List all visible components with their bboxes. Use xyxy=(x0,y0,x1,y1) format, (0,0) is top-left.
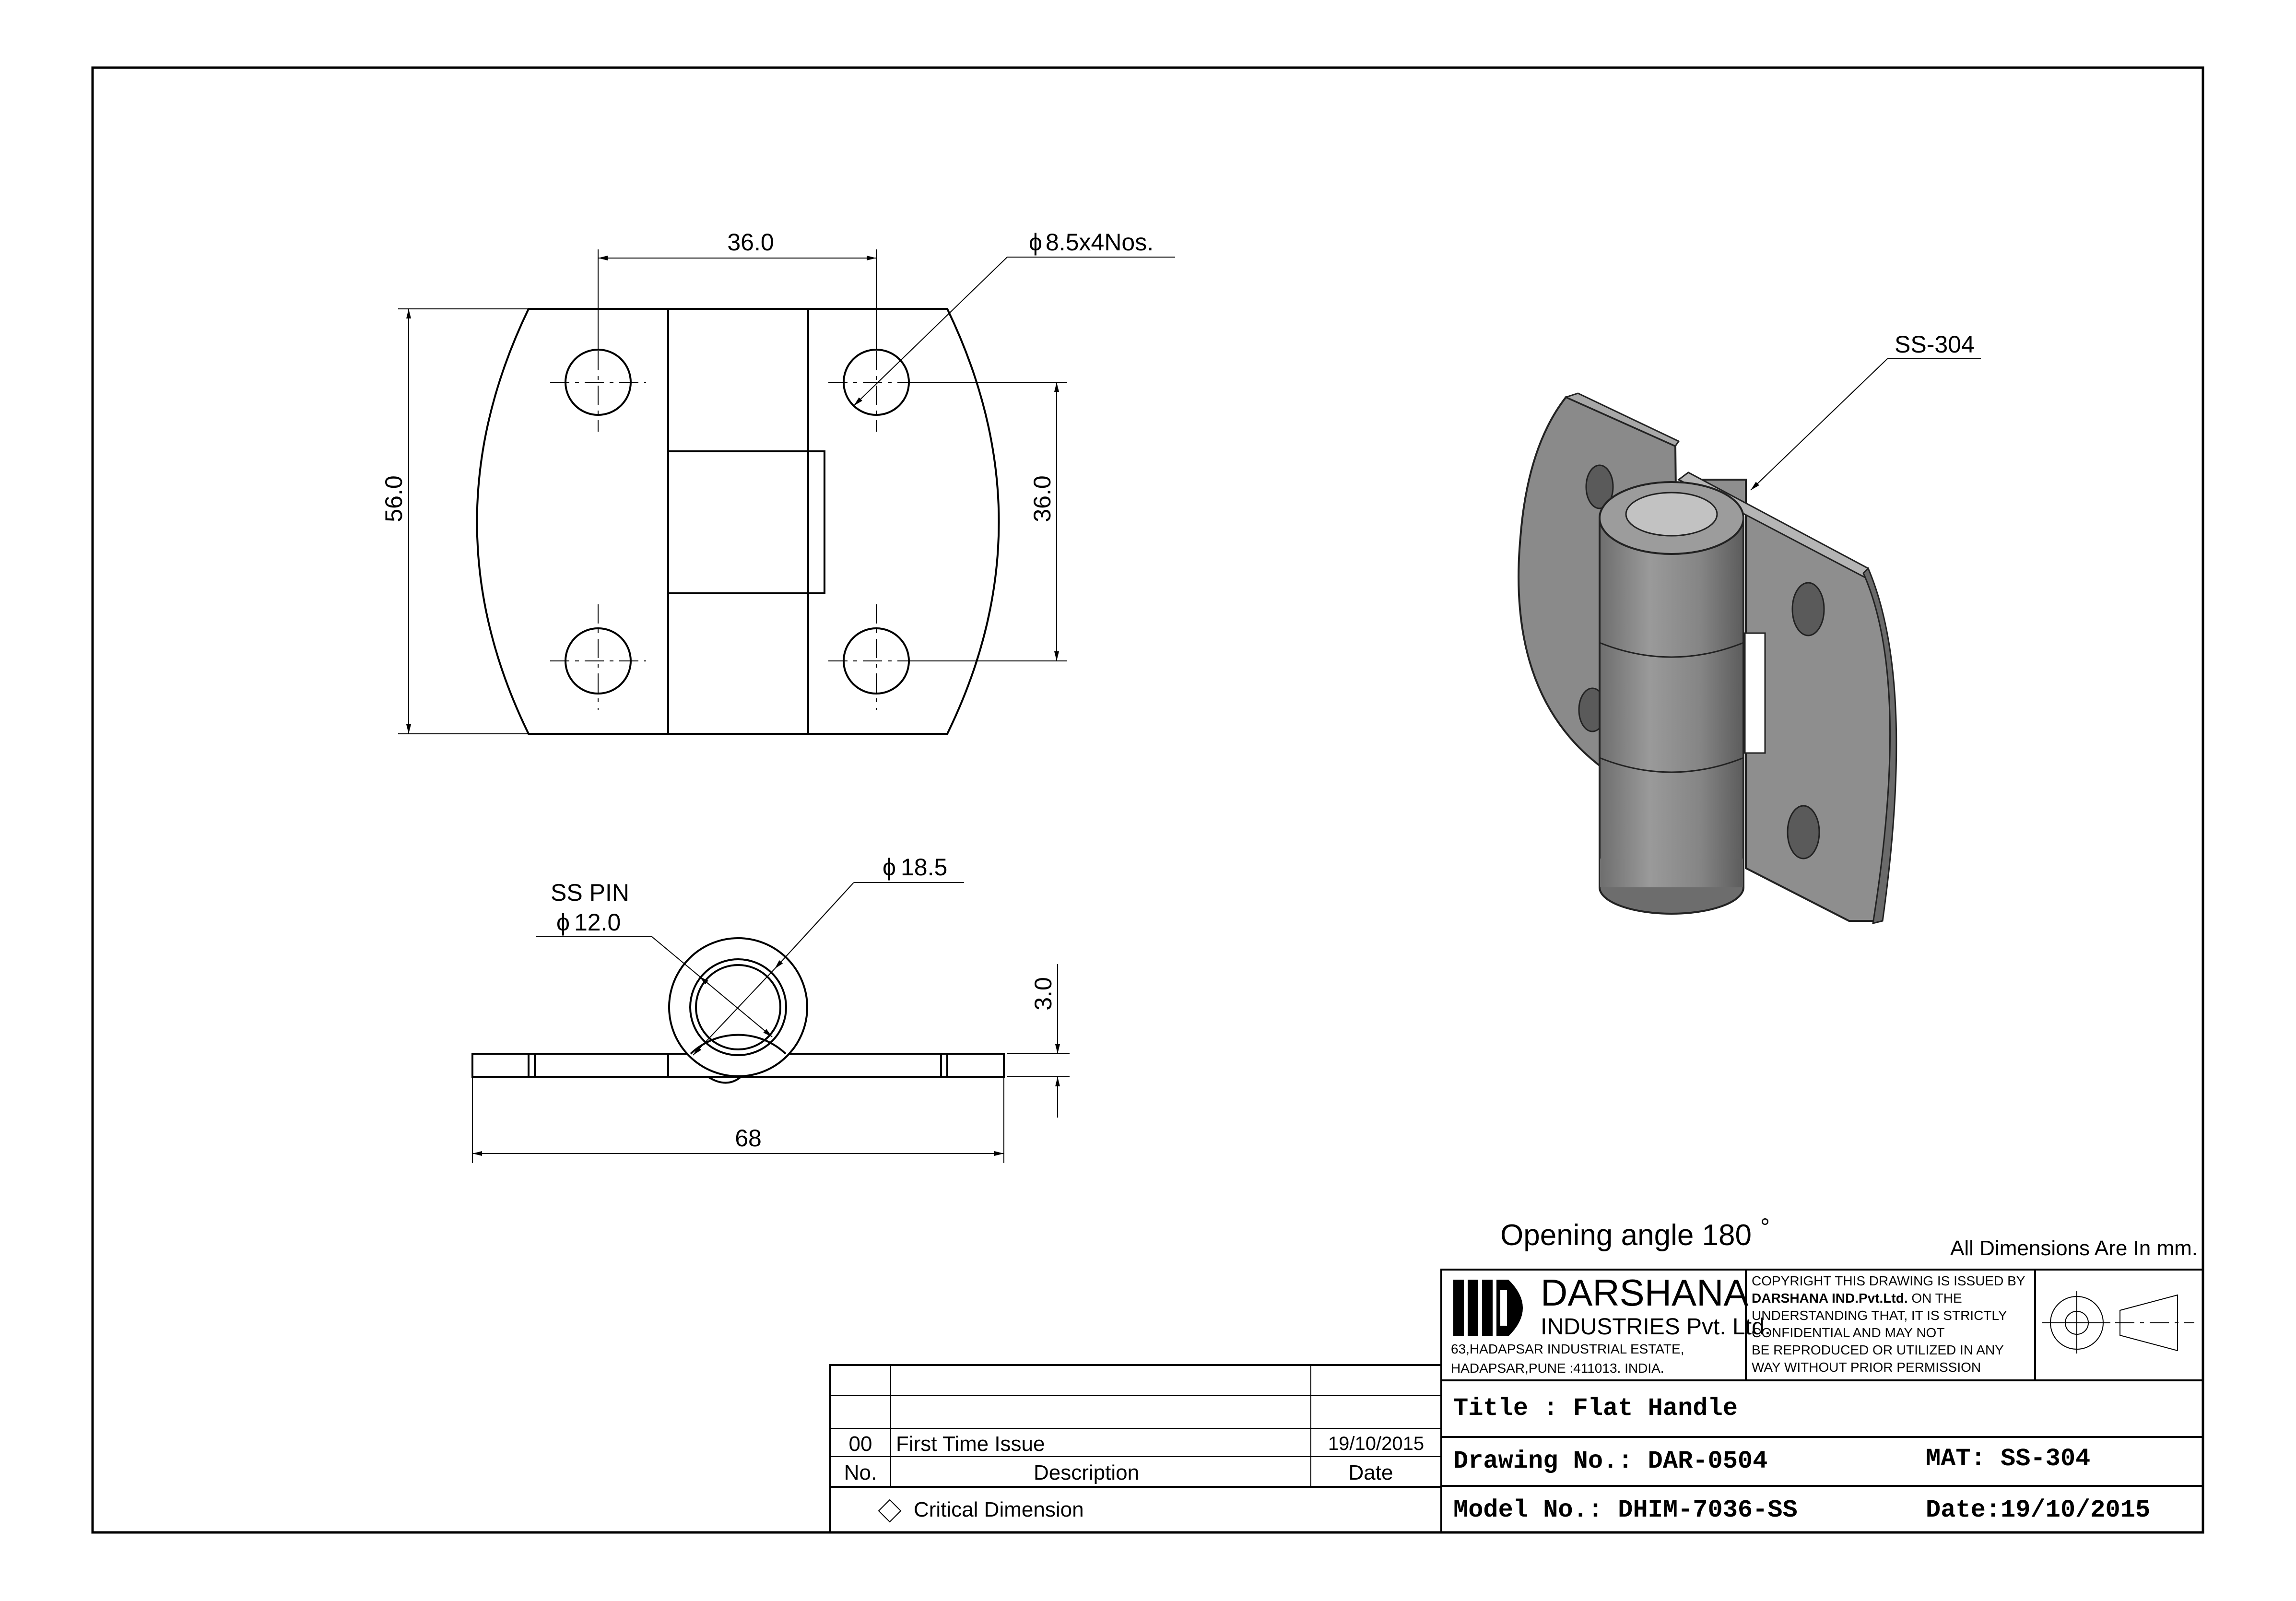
pin-label-line2: 12.0 xyxy=(574,909,621,936)
dim-hole-spacing-top-text: 36.0 xyxy=(727,229,774,256)
tb-drawing-no: Drawing No.: DAR-0504 xyxy=(1453,1447,1767,1475)
iso-material-callout: SS-304 xyxy=(1750,331,1981,491)
note-opening-angle: Opening angle 180 xyxy=(1500,1219,1752,1252)
dim-pin: SS PIN ϕ 12.0 xyxy=(536,879,773,1037)
front-view: 36.0 ϕ 8.5x4Nos. 56.0 36.0 xyxy=(380,229,1175,735)
hinge-plate-outline xyxy=(476,308,1000,735)
pin xyxy=(695,964,781,1050)
pin-window xyxy=(667,450,825,594)
dim-hole-callout: ϕ 8.5x4Nos. xyxy=(853,229,1175,406)
company-address-1: 63,HADAPSAR INDUSTRIAL ESTATE, xyxy=(1451,1342,1684,1356)
svg-text:CONFIDENTIAL AND MAY NOT: CONFIDENTIAL AND MAY NOT xyxy=(1752,1325,1944,1340)
dim-thickness: 3.0 xyxy=(1007,964,1070,1118)
copyright-notice: COPYRIGHT THIS DRAWING IS ISSUED BY DARS… xyxy=(1752,1273,2025,1375)
hole-bottom-right xyxy=(828,604,924,710)
dim-height: 56.0 xyxy=(380,308,529,734)
knuckle-inner xyxy=(689,958,787,1056)
rev-row-no: 00 xyxy=(849,1432,872,1456)
title-block: DARSHANA INDUSTRIES Pvt. Ltd. 63,HADAPSA… xyxy=(1440,1269,2204,1533)
revision-table: 00 First Time Issue 19/10/2015 No. Descr… xyxy=(829,1364,1442,1533)
dim-height-text: 56.0 xyxy=(380,475,407,522)
dim-hole-callout-text: 8.5x4Nos. xyxy=(1046,229,1154,256)
rev-header-date: Date xyxy=(1349,1461,1393,1484)
company-address-2: HADAPSAR,PUNE :411013. INDIA. xyxy=(1451,1361,1664,1376)
diameter-symbol: ϕ xyxy=(1029,229,1042,256)
critical-dimension-note: Critical Dimension xyxy=(914,1498,1084,1521)
top-view: SS PIN ϕ 12.0 ϕ 18.5 3.0 68 xyxy=(471,854,1070,1163)
tb-model-no: Model No.: DHIM-7036-SS xyxy=(1453,1496,1798,1524)
hole-bottom-left xyxy=(550,604,646,710)
tb-title: Title : Flat Handle xyxy=(1453,1394,1738,1423)
projection-symbol xyxy=(2042,1291,2194,1354)
note-degree-symbol: ° xyxy=(1760,1213,1770,1240)
critical-diamond-icon xyxy=(878,1499,902,1523)
dim-width: 68 xyxy=(472,1077,1004,1163)
rev-header-no: No. xyxy=(844,1461,877,1484)
dim-width-text: 68 xyxy=(735,1125,762,1152)
dim-outer-dia: ϕ 18.5 xyxy=(693,854,964,1056)
svg-text:UNDERSTANDING THAT, IT IS STRI: UNDERSTANDING THAT, IT IS STRICTLY xyxy=(1752,1308,2007,1323)
note-units: All Dimensions Are In mm. xyxy=(1950,1236,2198,1260)
dim-hole-spacing-top: 36.0 xyxy=(598,229,877,350)
company-logo xyxy=(1453,1280,1523,1336)
pin-diameter-symbol: ϕ xyxy=(556,909,570,936)
rev-row-description: First Time Issue xyxy=(896,1432,1045,1456)
company-name: DARSHANA xyxy=(1541,1271,1748,1314)
iso-view: SS-304 xyxy=(1518,331,1981,925)
tb-material: MAT: SS-304 xyxy=(1926,1445,2090,1473)
dim-hole-spacing-right: 36.0 xyxy=(909,382,1067,661)
svg-text:COPYRIGHT THIS DRAWING IS ISSU: COPYRIGHT THIS DRAWING IS ISSUED BY xyxy=(1752,1273,2025,1288)
svg-text:DARSHANA IND.Pvt.Ltd. ON THE: DARSHANA IND.Pvt.Ltd. ON THE xyxy=(1752,1291,1962,1306)
rev-header-description: Description xyxy=(1034,1461,1139,1484)
dim-hole-spacing-right-text: 36.0 xyxy=(1029,475,1056,522)
dim-outer-dia-text: 18.5 xyxy=(901,854,947,881)
dim-thickness-text: 3.0 xyxy=(1030,977,1057,1011)
iso-knuckle xyxy=(1599,517,1744,888)
rev-row-date: 19/10/2015 xyxy=(1328,1433,1424,1454)
svg-text:WAY WITHOUT PRIOR PERMISSION: WAY WITHOUT PRIOR PERMISSION xyxy=(1752,1360,1981,1375)
svg-text:BE REPRODUCED OR UTILIZED IN A: BE REPRODUCED OR UTILIZED IN ANY xyxy=(1752,1342,2004,1357)
outer-diameter-symbol: ϕ xyxy=(883,854,896,881)
material-callout-text: SS-304 xyxy=(1895,331,1975,358)
tb-date: Date:19/10/2015 xyxy=(1926,1496,2150,1524)
company-subname: INDUSTRIES Pvt. Ltd. xyxy=(1541,1314,1771,1340)
pin-label-line1: SS PIN xyxy=(551,879,629,906)
